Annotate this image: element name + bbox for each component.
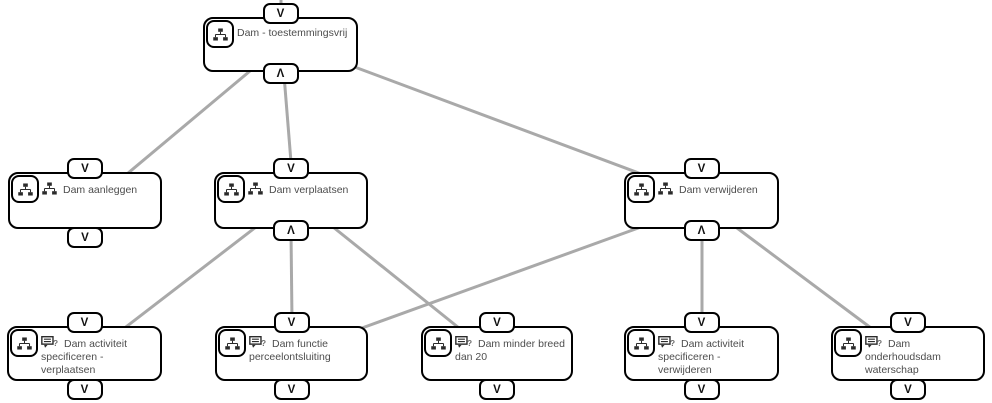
org-chart-badge-icon (424, 329, 452, 357)
node-label: Dam verwijderen (679, 184, 758, 196)
node-dam-onderhoudsdam-waterschap-chevron-bottom-button[interactable]: V (890, 379, 926, 400)
node-dam-verwijderen-chevron-bottom-button[interactable]: Λ (683, 220, 720, 241)
node-dam-aanleggen-chevron-bottom-button[interactable]: V (67, 227, 103, 248)
node-dam-toestemmingsvrij-chevron-bottom-button[interactable]: Λ (262, 63, 299, 84)
node-dam-minder-breed-dan-20-chevron-bottom-button[interactable]: V (479, 379, 515, 400)
edge-dam-toestemmingsvrij-dam-verwijderen (351, 64, 645, 177)
node-label: Dam activiteit specificeren - verplaatse… (41, 338, 128, 376)
node-dam-onderhoudsdam-waterschap[interactable]: ?Dam onderhoudsdam waterschap (831, 326, 985, 381)
node-dam-functie-perceelontsluiting-chevron-bottom-button[interactable]: V (273, 379, 310, 400)
node-content: Dam aanleggen (10, 174, 160, 227)
edge-dam-verplaatsen-dam-activiteit-specificeren-verplaatsen (121, 225, 257, 332)
node-content: Dam verplaatsen (216, 174, 366, 227)
svg-text:?: ? (261, 338, 266, 348)
svg-text:?: ? (467, 338, 472, 348)
node-dam-aanleggen-chevron-top-button[interactable]: V (67, 158, 103, 179)
comment-question-icon: ? (249, 336, 266, 349)
edge-dam-verplaatsen-dam-functie-perceelontsluiting (289, 231, 294, 321)
org-chart-icon (658, 182, 673, 195)
org-chart-icon (42, 182, 57, 195)
node-dam-onderhoudsdam-waterschap-chevron-top-button[interactable]: V (890, 312, 926, 333)
node-dam-activiteit-specificeren-verplaatsen[interactable]: ?Dam activiteit specificeren - verplaats… (7, 326, 162, 381)
node-content: Dam - toestemmingsvrij (205, 19, 356, 70)
node-content: ?Dam activiteit specificeren - verwijder… (626, 328, 777, 379)
node-dam-activiteit-specificeren-verplaatsen-chevron-bottom-button[interactable]: V (66, 379, 103, 400)
org-chart-badge-icon (10, 329, 38, 357)
node-dam-activiteit-specificeren-verplaatsen-chevron-top-button[interactable]: V (66, 312, 103, 333)
node-label: Dam verplaatsen (269, 184, 349, 196)
node-dam-activiteit-specificeren-verwijderen-chevron-top-button[interactable]: V (683, 312, 720, 333)
edge-dam-verwijderen-dam-functie-perceelontsluiting (361, 225, 642, 330)
org-chart-badge-icon (217, 175, 245, 203)
node-label: Dam minder breed dan 20 (455, 338, 565, 363)
node-content: ?Dam functie perceelontsluiting (217, 328, 366, 379)
node-dam-verplaatsen-chevron-bottom-button[interactable]: Λ (273, 220, 309, 241)
svg-text:?: ? (670, 338, 675, 348)
org-chart-badge-icon (627, 329, 655, 357)
org-chart-icon (248, 182, 263, 195)
node-dam-aanleggen[interactable]: Dam aanleggen (8, 172, 162, 229)
edge-dam-verwijderen-dam-onderhoudsdam-waterschap (736, 226, 872, 330)
node-dam-minder-breed-dan-20[interactable]: ?Dam minder breed dan 20 (421, 326, 573, 381)
comment-question-icon: ? (455, 336, 472, 349)
node-label: Dam aanleggen (63, 184, 138, 196)
org-chart-badge-icon (627, 175, 655, 203)
node-dam-toestemmingsvrij-chevron-top-button[interactable]: V (262, 3, 299, 24)
node-label: Dam functie perceelontsluiting (249, 338, 331, 363)
org-chart-badge-icon (11, 175, 39, 203)
node-dam-functie-perceelontsluiting-chevron-top-button[interactable]: V (273, 312, 310, 333)
org-chart-badge-icon (218, 329, 246, 357)
node-content: Dam verwijderen (626, 174, 777, 227)
org-chart-badge-icon (834, 329, 862, 357)
edge-dam-verplaatsen-dam-minder-breed-dan-20 (332, 225, 460, 330)
node-content: ?Dam minder breed dan 20 (423, 328, 571, 379)
comment-question-icon: ? (658, 336, 675, 349)
svg-text:?: ? (877, 338, 882, 348)
node-content: ?Dam activiteit specificeren - verplaats… (9, 328, 160, 379)
node-label: Dam onderhoudsdam waterschap (865, 338, 941, 376)
node-dam-activiteit-specificeren-verwijderen-chevron-bottom-button[interactable]: V (683, 379, 720, 400)
node-dam-activiteit-specificeren-verwijderen[interactable]: ?Dam activiteit specificeren - verwijder… (624, 326, 779, 381)
node-dam-verwijderen-chevron-top-button[interactable]: V (683, 158, 720, 179)
node-label: Dam activiteit specificeren - verwijdere… (658, 338, 745, 376)
node-dam-verplaatsen-chevron-top-button[interactable]: V (273, 158, 309, 179)
node-content: ?Dam onderhoudsdam waterschap (833, 328, 983, 379)
node-dam-minder-breed-dan-20-chevron-top-button[interactable]: V (479, 312, 515, 333)
org-chart-badge-icon (206, 20, 234, 48)
node-dam-functie-perceelontsluiting[interactable]: ?Dam functie perceelontsluiting (215, 326, 368, 381)
edge-dam-toestemmingsvrij-dam-verplaatsen (282, 74, 293, 163)
svg-text:?: ? (53, 338, 58, 348)
comment-question-icon: ? (41, 336, 58, 349)
comment-question-icon: ? (865, 336, 882, 349)
edge-dam-toestemmingsvrij-dam-aanleggen (126, 69, 251, 176)
node-label: Dam - toestemmingsvrij (237, 27, 348, 39)
